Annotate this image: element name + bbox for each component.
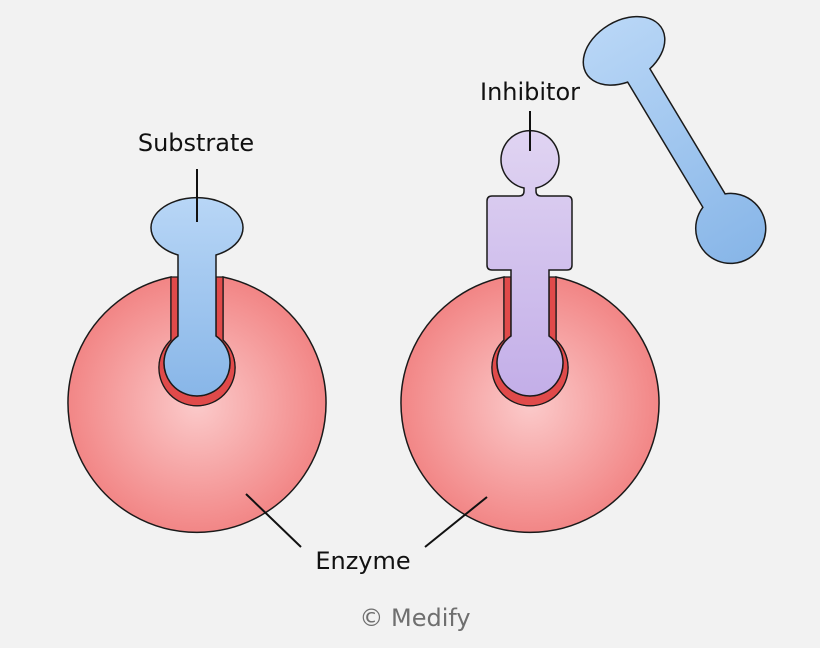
free-substrate — [582, 15, 767, 265]
inhibitor-molecule — [486, 129, 573, 397]
substrate-bound — [150, 196, 244, 397]
enzyme-inhibitor-complex — [400, 129, 660, 534]
enzyme-leader-line-right — [424, 496, 488, 548]
inhibitor-label: Inhibitor — [480, 78, 580, 106]
substrate-label: Substrate — [138, 129, 254, 157]
enzyme-label: Enzyme — [315, 547, 410, 575]
copyright-notice: © Medify — [359, 604, 470, 632]
enzyme-leader-line-left — [245, 493, 302, 548]
enzyme-substrate-complex — [67, 196, 327, 534]
